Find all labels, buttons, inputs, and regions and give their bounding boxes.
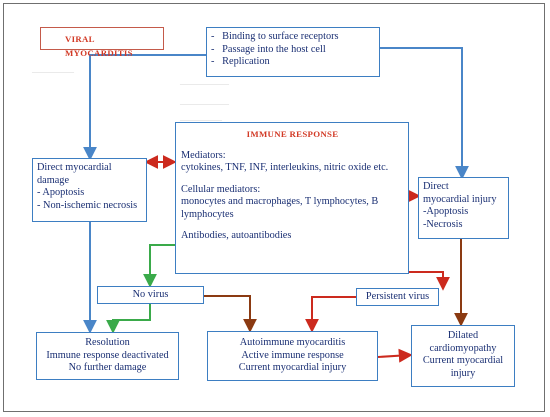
arrow-no-virus-to-resolution: [106, 304, 151, 334]
arrow-mechanisms-to-direct-damage: [83, 54, 206, 161]
direct-damage-title: Direct myocardial: [37, 162, 112, 173]
autoimmune-line: Autoimmune myocarditis: [239, 337, 346, 348]
persistent-virus-label: Persistent virus: [365, 291, 430, 302]
figure-frame: [3, 3, 545, 412]
no-virus-label: No virus: [132, 289, 169, 300]
ghost-text: ——————: [32, 68, 74, 76]
arrow-no-virus-to-autoimmune: [204, 295, 257, 333]
direct-damage-item: - Non-ischemic necrosis: [37, 199, 138, 211]
mechanism-item: - Binding to surface receptors: [211, 31, 339, 42]
mechanisms-box: - Binding to surface receptors - Passage…: [206, 27, 380, 77]
arrow-immune-to-persistent-virus: [408, 271, 450, 291]
arrow-immune-to-no-virus: [143, 244, 180, 288]
immune-response-box: Immune response Mediators: cytokines, TN…: [175, 122, 409, 274]
dilated-line: injury: [450, 367, 476, 379]
cellular-mediators-label: Cellular mediators:: [181, 183, 261, 195]
dilated-line: cardiomyopathy: [429, 342, 497, 354]
title-text: Viral myocarditis: [65, 34, 133, 58]
mediators-label: Mediators:: [181, 149, 226, 161]
arrow-persistent-to-autoimmune: [305, 296, 356, 333]
persistent-virus-box: Persistent virus: [356, 288, 439, 306]
direct-injury-box: Direct myocardial injury -Apoptosis -Nec…: [418, 177, 509, 239]
dilated-line: Current myocardial: [422, 355, 504, 366]
direct-injury-item: -Apoptosis: [423, 206, 469, 217]
direct-injury-title: Direct: [423, 181, 449, 192]
direct-damage-box: Direct myocardial damage - Apoptosis - N…: [32, 158, 147, 222]
dilated-cardiomyopathy-box: Dilated cardiomyopathy Current myocardia…: [411, 325, 515, 387]
cellular-mediators-text: monocytes and macrophages, T lymphocytes…: [181, 196, 379, 220]
resolution-line: No further damage: [68, 362, 147, 373]
direct-damage-title: damage: [37, 174, 70, 186]
dilated-line: Dilated: [447, 330, 479, 341]
ghost-text: ——————: [180, 116, 222, 124]
ghost-text: ———————: [180, 100, 229, 108]
arrow-autoimmune-to-dilated: [377, 348, 413, 363]
mechanism-item: - Replication: [211, 56, 270, 67]
ghost-text: ———————: [180, 80, 229, 88]
title-box: Viral myocarditis: [40, 27, 164, 58]
autoimmune-line: Active immune response: [241, 349, 344, 361]
mediators-text: cytokines, TNF, INF, interleukins, nitri…: [181, 162, 389, 173]
immune-response-heading: Immune response: [246, 129, 339, 139]
resolution-line: Resolution: [85, 337, 130, 348]
arrow-mechanisms-to-direct-injury: [380, 47, 469, 180]
resolution-box: Resolution Immune response deactivated N…: [36, 332, 179, 380]
no-virus-box: No virus: [97, 286, 204, 304]
antibodies-text: Antibodies, autoantibodies: [181, 230, 292, 241]
autoimmune-line: Current myocardial injury: [238, 362, 347, 373]
autoimmune-box: Autoimmune myocarditis Active immune res…: [207, 331, 378, 381]
direct-injury-title: myocardial injury: [423, 193, 497, 205]
direct-injury-item: -Necrosis: [423, 218, 463, 230]
direct-damage-item: - Apoptosis: [37, 187, 85, 198]
resolution-line: Immune response deactivated: [46, 349, 169, 361]
mechanism-item: - Passage into the host cell: [211, 43, 326, 55]
